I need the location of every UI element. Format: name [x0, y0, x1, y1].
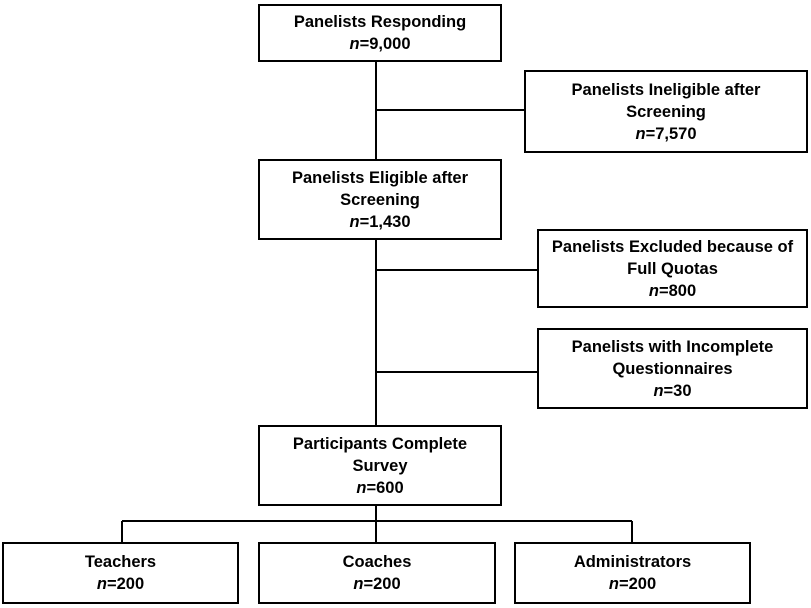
node-teachers: Teachers n=200: [2, 542, 239, 604]
node-panelists-responding: Panelists Responding n=9,000: [258, 4, 502, 62]
count-value: =800: [658, 281, 697, 300]
count-value: =200: [363, 575, 401, 593]
node-count: n=1,430: [349, 211, 410, 233]
n-label: n: [96, 575, 107, 593]
n-label: n: [653, 381, 664, 400]
count-value: =200: [106, 575, 145, 593]
node-title: Teachers: [84, 553, 157, 571]
n-label: n: [349, 212, 360, 231]
node-panelists-eligible: Panelists Eligible after Screening n=1,4…: [258, 159, 502, 240]
node-count: n=200: [609, 573, 656, 595]
node-title: Coaches: [342, 553, 412, 571]
node-count: n=7,570: [635, 123, 696, 145]
n-label: n: [608, 575, 619, 593]
node-count: n=200: [353, 573, 400, 595]
node-count: n=9,000: [349, 33, 410, 55]
count-value: =200: [618, 575, 657, 593]
node-count: n=800: [649, 280, 696, 302]
count-value: =30: [663, 381, 692, 400]
node-title: Panelists Responding: [293, 13, 467, 31]
node-title: Administrators: [573, 553, 692, 571]
count-value: =7,570: [645, 124, 697, 143]
n-label: n: [635, 124, 646, 143]
node-title: Panelists Excluded because of Full Quota…: [551, 237, 794, 278]
node-title: Participants Complete Survey: [292, 434, 468, 475]
n-label: n: [349, 35, 360, 53]
node-participants-complete: Participants Complete Survey n=600: [258, 425, 502, 506]
node-panelists-incomplete: Panelists with Incomplete Questionnaires…: [537, 328, 808, 409]
count-value: =9,000: [359, 35, 411, 53]
node-administrators: Administrators n=200: [514, 542, 751, 604]
node-panelists-excluded: Panelists Excluded because of Full Quota…: [537, 229, 808, 308]
node-count: n=200: [97, 573, 144, 595]
node-title: Panelists with Incomplete Questionnaires: [571, 337, 774, 378]
count-value: =1,430: [359, 212, 411, 231]
node-panelists-ineligible: Panelists Ineligible after Screening n=7…: [524, 70, 808, 153]
n-label: n: [648, 281, 659, 300]
count-value: =600: [366, 478, 404, 497]
n-label: n: [356, 478, 367, 497]
node-count: n=600: [356, 477, 403, 499]
node-title: Panelists Eligible after Screening: [291, 168, 469, 209]
node-count: n=30: [653, 380, 691, 402]
node-coaches: Coaches n=200: [258, 542, 496, 604]
n-label: n: [353, 575, 364, 593]
node-title: Panelists Ineligible after Screening: [571, 80, 761, 121]
